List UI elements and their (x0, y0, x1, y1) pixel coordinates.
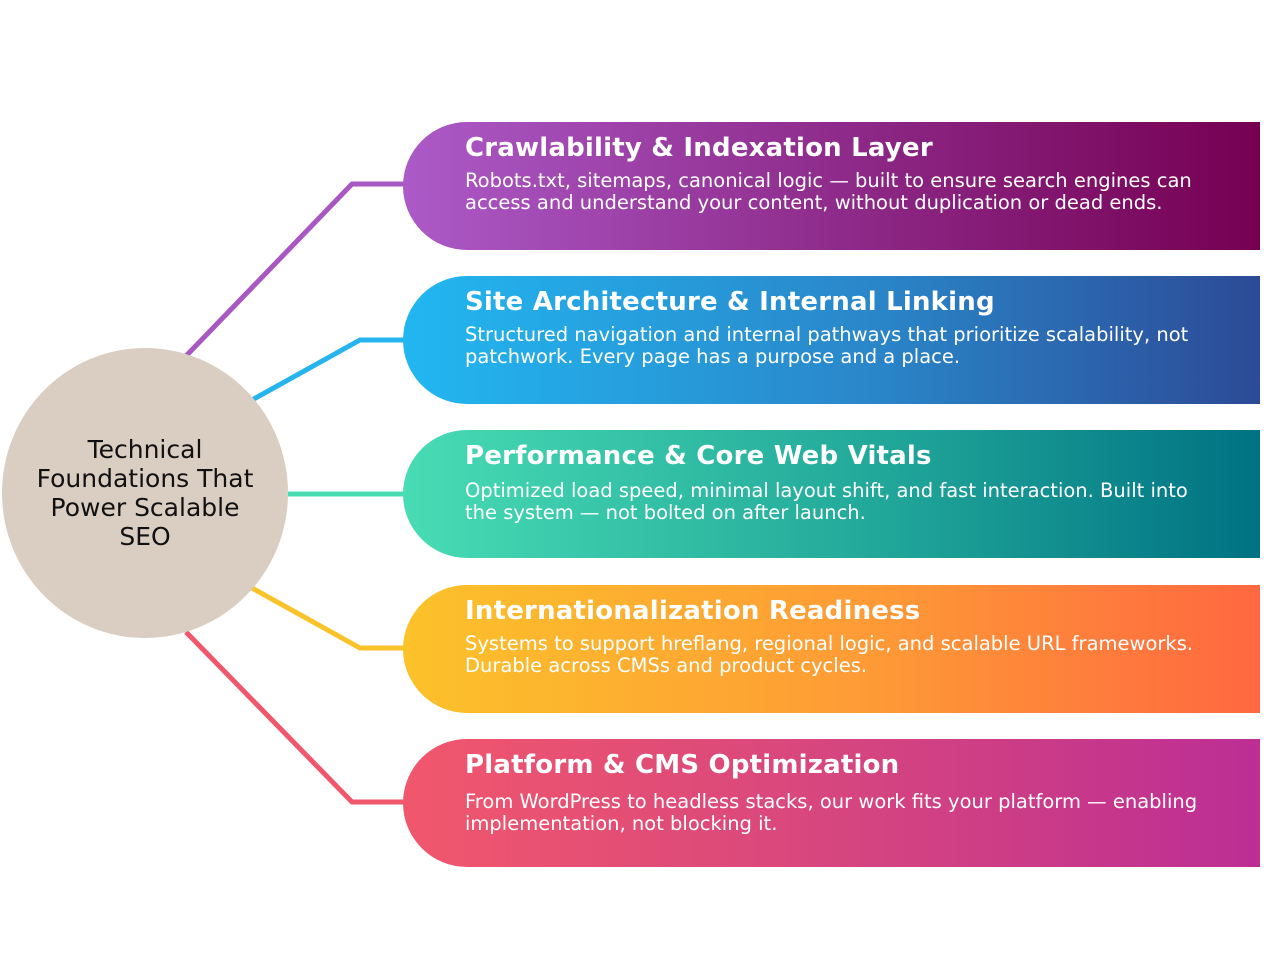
card-description: Structured navigation and internal pathw… (465, 323, 1189, 368)
card-title: Crawlability & Indexation Layer (465, 133, 933, 163)
connector-platform (184, 630, 404, 805)
card-title: Site Architecture & Internal Linking (465, 287, 995, 317)
card-title: Performance & Core Web Vitals (465, 441, 932, 471)
card-performance-web-vitals: Performance & Core Web Vitals Optimized … (403, 430, 1260, 558)
connector-crawlability (184, 181, 404, 358)
connector-internationalization (250, 585, 404, 651)
card-platform-cms: Platform & CMS Optimization From WordPre… (403, 739, 1260, 867)
card-description: From WordPress to headless stacks, our w… (465, 790, 1198, 835)
card-crawlability-indexation: Crawlability & Indexation Layer Robots.t… (403, 122, 1260, 250)
card-title: Internationalization Readiness (465, 596, 921, 626)
card-site-architecture: Site Architecture & Internal Linking Str… (403, 276, 1260, 404)
center-node-label: Technical Foundations That Power Scalabl… (36, 435, 254, 551)
card-description: Systems to support hreflang, regional lo… (465, 632, 1194, 677)
card-description: Optimized load speed, minimal layout shi… (465, 479, 1188, 524)
connector-architecture (250, 337, 404, 403)
card-title: Platform & CMS Optimization (465, 750, 900, 780)
center-node: Technical Foundations That Power Scalabl… (2, 348, 288, 638)
card-description: Robots.txt, sitemaps, canonical logic — … (465, 169, 1192, 214)
card-internationalization: Internationalization Readiness Systems t… (403, 585, 1260, 713)
